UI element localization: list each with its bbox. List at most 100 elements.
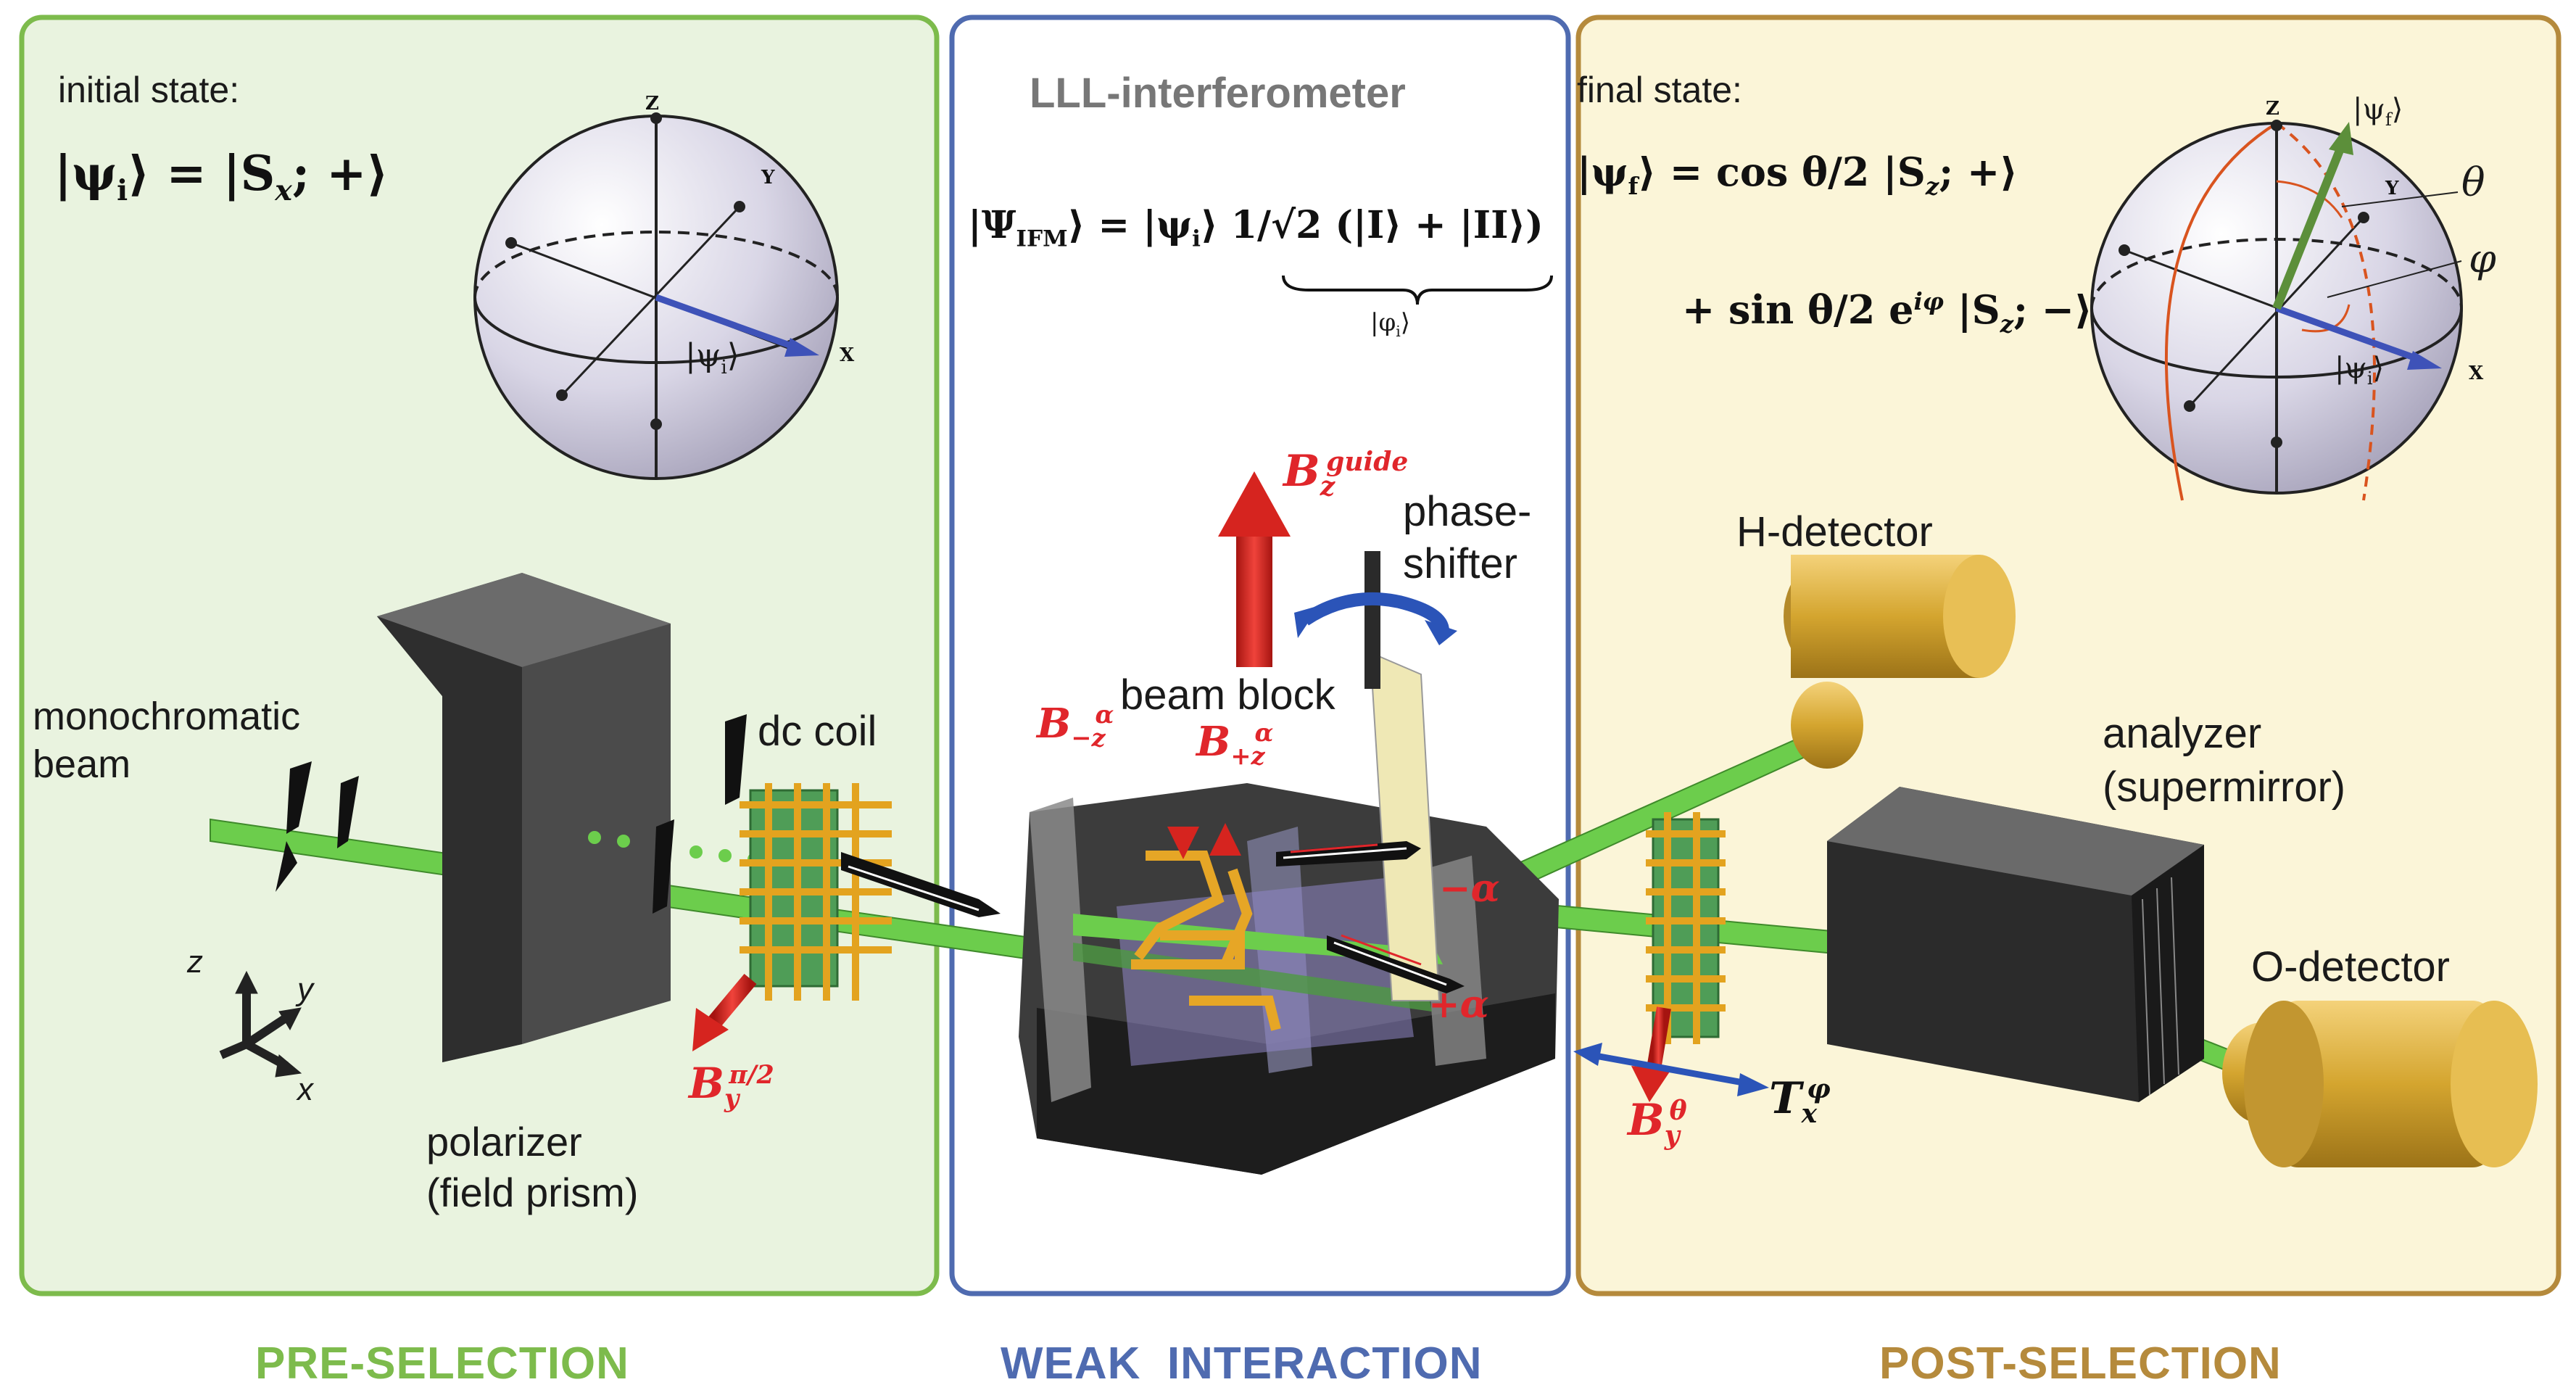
sphere-vec-f-sub: f: [2385, 109, 2392, 130]
o-detector-label: O-detector: [2251, 943, 2450, 990]
rotation-arrow-phi: [1573, 1043, 1769, 1096]
field-mz-b: B: [1037, 700, 1072, 748]
ifm-state-equation: |ΨIFM⟩ = |ψi⟩ 1/√2 (|I⟩ + |II⟩): [968, 203, 1544, 252]
final-eq2: + sin θ/2 e: [1682, 286, 1914, 333]
analyzer-supermirror: [1827, 787, 2204, 1102]
phase-shifter-rotation-arrow: [1294, 592, 1457, 645]
field-theta-sub: y: [1664, 1120, 1680, 1151]
initial-state-label: initial state:: [58, 70, 240, 110]
guide-field-sub: z: [1320, 471, 1335, 502]
field-mz-sub: −z: [1071, 723, 1106, 753]
analyzer-label: analyzer (supermirror): [2103, 707, 2345, 814]
field-arrow-pi-half: [692, 973, 757, 1051]
field-pz-b: B: [1196, 718, 1231, 766]
initial-state-end: ; +⟩: [291, 145, 389, 202]
dc-coil-label: dc coil: [758, 708, 877, 755]
field-arrow-plus-z: [1209, 823, 1241, 906]
phase-shifter-label: phase- shifter: [1403, 486, 1531, 590]
sphere-initial-vector-sub: i: [721, 355, 727, 379]
initial-state-equation: |ψi⟩ = |Sx; +⟩: [54, 145, 389, 207]
final-state-equation-line1: |ψf⟩ = cos θ/2 |Sz; +⟩: [1577, 149, 2018, 200]
sphere-final-axis-z: Z: [2266, 98, 2279, 120]
sphere-initial-vector: |ψ: [685, 337, 721, 374]
phase-shifter-line2: shifter: [1403, 540, 1517, 587]
sphere-final-theta: θ: [2461, 160, 2485, 205]
spin-arrows-pre: [276, 714, 747, 914]
field-phi-label: Txφ: [1769, 1073, 1831, 1129]
field-plus-z-label: B+zα: [1196, 718, 1273, 770]
phase-shifter-line1: phase-: [1403, 488, 1532, 535]
sphere-initial-vector-label: |ψi⟩: [685, 337, 740, 379]
final-eq2-sub: z: [2000, 310, 2013, 338]
field-theta-sup: θ: [1669, 1096, 1687, 1126]
ifm-underbrace: [1282, 275, 1553, 305]
polarizer-prism: [377, 573, 671, 1062]
ifm-eq-paren: (|I⟩ + |II⟩): [1335, 203, 1544, 247]
sphere-vec-f: |ψ: [2353, 93, 2385, 126]
field-mz-sup: α: [1095, 700, 1114, 729]
ifm-eq-mid-sub: i: [1192, 226, 1201, 252]
ifm-eq-lhs-sub: IFM: [1016, 226, 1068, 252]
ifm-eq-mid: ⟩ = |ψ: [1067, 203, 1193, 247]
interferometer-title: LLL-interferometer: [1030, 70, 1406, 117]
minus-alpha-label: −α: [1439, 866, 1500, 911]
field-theta-b: B: [1628, 1095, 1665, 1146]
post-selection-section-label: POST-SELECTION: [1879, 1339, 2282, 1389]
o-detector: [2222, 1001, 2538, 1167]
field-minus-z-label: B−zα: [1037, 700, 1114, 752]
dc-coil-post: [1646, 812, 1726, 1044]
final-eq1-lhs: |ψ: [1577, 149, 1628, 195]
field-phi-sup: φ: [1807, 1074, 1831, 1104]
h-detector-label: H-detector: [1736, 508, 1933, 555]
final-eq1-rhs-sub: z: [1925, 172, 1939, 200]
final-eq2-sup: iφ: [1913, 288, 1945, 315]
guide-field-b: B: [1283, 446, 1320, 497]
field-phi-sub: x: [1801, 1099, 1818, 1129]
ifm-under-phi: |φ: [1370, 308, 1396, 337]
field-theta-label: Byθ: [1628, 1095, 1687, 1151]
h-detector: [1784, 555, 2016, 769]
guide-field-arrow: [1218, 471, 1291, 667]
field-pz-sub: +z: [1230, 741, 1265, 771]
sphere-vec-i-sub: i: [2366, 368, 2373, 389]
field-pz-sup: α: [1254, 718, 1274, 748]
ifm-underbrace-label: |φi⟩: [1370, 308, 1411, 340]
ifm-eq-frac: ⟩ 1/√2: [1200, 203, 1322, 247]
field-label-pi-half: Byπ/2: [689, 1059, 774, 1114]
final-eq1-lhs-sub: f: [1628, 172, 1639, 200]
guide-field-label: Bzguide: [1283, 446, 1408, 502]
sphere-final-vector-i: |ψi⟩: [2335, 352, 2385, 389]
beam-label-line2: beam: [33, 743, 131, 786]
polarizer-label: polarizer (field prism): [426, 1117, 638, 1218]
final-state-equation-line2: + sin θ/2 eiφ |Sz; −⟩: [1682, 286, 2092, 338]
sphere-final-vector-f: |ψf⟩: [2353, 93, 2403, 130]
analyzer-label-line2: (supermirror): [2103, 764, 2346, 811]
alpha-arrows: [1276, 841, 1465, 993]
sphere-final-axis-y: Y: [2385, 178, 2399, 199]
coord-y-label: y: [297, 972, 313, 1007]
sphere-final-axis-x: X: [2469, 363, 2484, 384]
weak-interaction-section-label: WEAK INTERACTION: [1001, 1339, 1483, 1389]
initial-state-rhs: ⟩ = |S: [128, 145, 276, 202]
dc-coil-pre: [740, 783, 1001, 1001]
polarizer-label-line2: (field prism): [426, 1170, 639, 1215]
beam-block-label: beam block: [1120, 671, 1335, 719]
sphere-initial-axis-x: X: [840, 344, 855, 366]
field-pi-half-sub: y: [724, 1083, 740, 1114]
sphere-final-phi: φ: [2469, 236, 2496, 281]
final-eq1-rhs: ⟩ = cos θ/2 |S: [1638, 149, 1926, 195]
field-phi-t: T: [1769, 1073, 1802, 1124]
final-state-label: final state:: [1577, 70, 1742, 110]
final-eq2-mid: |S: [1944, 286, 2000, 333]
coordinate-axes: [219, 970, 302, 1078]
beam-label-line1: monochromatic: [33, 695, 301, 738]
bloch-sphere-final: [2090, 120, 2463, 501]
initial-state-rhs-sub: x: [275, 174, 292, 208]
ifm-eq-lhs: |Ψ: [968, 203, 1016, 247]
coord-z-label: z: [187, 944, 203, 980]
coord-x-label: x: [297, 1072, 313, 1107]
analyzer-label-line1: analyzer: [2103, 710, 2262, 757]
plus-alpha-label: +α: [1428, 983, 1489, 1027]
